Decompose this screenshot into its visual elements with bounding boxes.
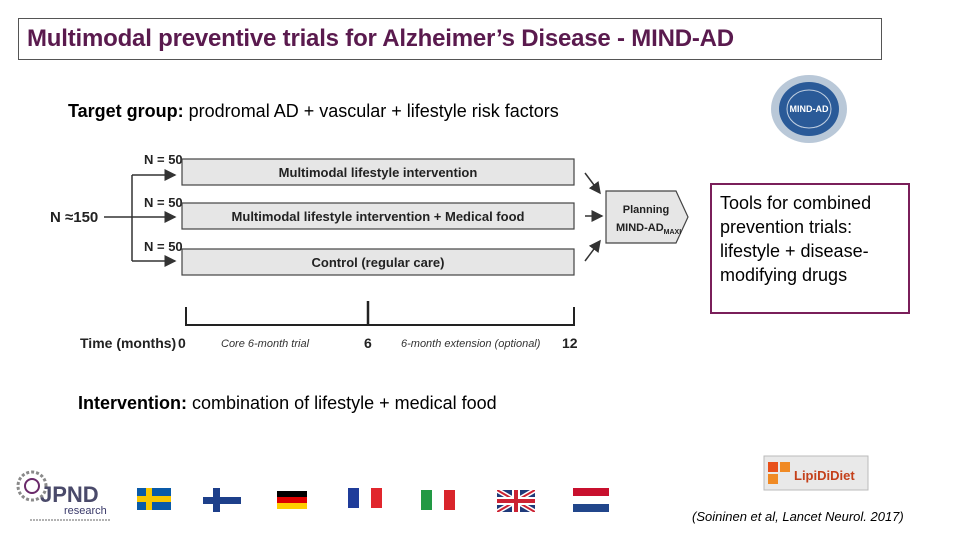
timeline-phase-extension: 6-month extension (optional)	[401, 338, 541, 350]
converge-arrow-bottom	[584, 239, 601, 262]
italy-flag-icon	[421, 490, 455, 510]
jpnd-logo: JPND research	[16, 470, 110, 521]
arm-1-n: N = 50	[144, 152, 183, 167]
planning-mind-ad: MIND-ADMAXI	[616, 222, 681, 236]
germany-flag-icon	[277, 491, 307, 509]
arm-3-label: Control (regular care)	[312, 255, 445, 270]
united-kingdom-flag-icon	[497, 490, 535, 512]
seal-label: MIND-AD	[790, 104, 829, 114]
intervention-text: combination of lifestyle + medical food	[187, 393, 497, 413]
arm-2-bar	[181, 202, 575, 230]
planning-label: Planning	[623, 204, 669, 216]
timeline-label: Time (months)	[80, 335, 176, 351]
lipididiet-wordmark: LipiDiDiet	[794, 468, 855, 483]
timeline-phase-core: Core 6-month trial	[221, 338, 310, 350]
timeline-tick-label-12: 12	[562, 335, 578, 351]
target-group-line: Target group: prodromal AD + vascular + …	[68, 101, 559, 122]
intervention-line: Intervention: combination of lifestyle +…	[78, 393, 497, 414]
timeline-tick-label-0: 0	[178, 335, 186, 351]
total-n-label: N ≈150	[50, 209, 98, 226]
netherlands-flag-icon	[573, 488, 609, 512]
arm-3-bar	[181, 248, 575, 276]
slide-title: Multimodal preventive trials for Alzheim…	[27, 25, 734, 52]
target-group-label: Target group:	[68, 101, 184, 121]
tools-callout-text: Tools for combined prevention trials: li…	[720, 193, 872, 285]
jpnd-subword: research	[64, 505, 107, 517]
arm-3-n: N = 50	[144, 239, 183, 254]
timeline-tick-label-6: 6	[364, 335, 372, 351]
intervention-label: Intervention:	[78, 393, 188, 413]
title-box: Multimodal preventive trials for Alzheim…	[18, 18, 882, 60]
target-group-text: prodromal AD + vascular + lifestyle risk…	[183, 101, 559, 121]
arm-1-bar	[181, 158, 575, 186]
arm-1-label: Multimodal lifestyle intervention	[279, 165, 478, 180]
sweden-flag-icon	[137, 488, 171, 510]
citation: (Soininen et al, Lancet Neurol. 2017)	[692, 509, 904, 524]
france-flag-icon	[348, 488, 382, 508]
tools-callout-box: Tools for combined prevention trials: li…	[710, 183, 910, 314]
study-design-diagram: N ≈150 N = 50 N = 50 N = 50 Multimodal l…	[50, 152, 689, 351]
finland-flag-icon	[203, 488, 241, 512]
arm-2-n: N = 50	[144, 195, 183, 210]
planning-box	[605, 190, 689, 244]
lipididiet-logo: LipiDiDiet	[763, 455, 869, 491]
lipididiet-square-icon	[768, 462, 778, 472]
arm-2-label: Multimodal lifestyle intervention + Medi…	[232, 209, 525, 224]
jpnd-ring-icon	[16, 470, 48, 502]
converge-arrow-top	[584, 172, 601, 195]
jpnd-wordmark: JPND	[40, 482, 99, 507]
mind-ad-seal-logo: MIND-AD	[771, 75, 847, 143]
